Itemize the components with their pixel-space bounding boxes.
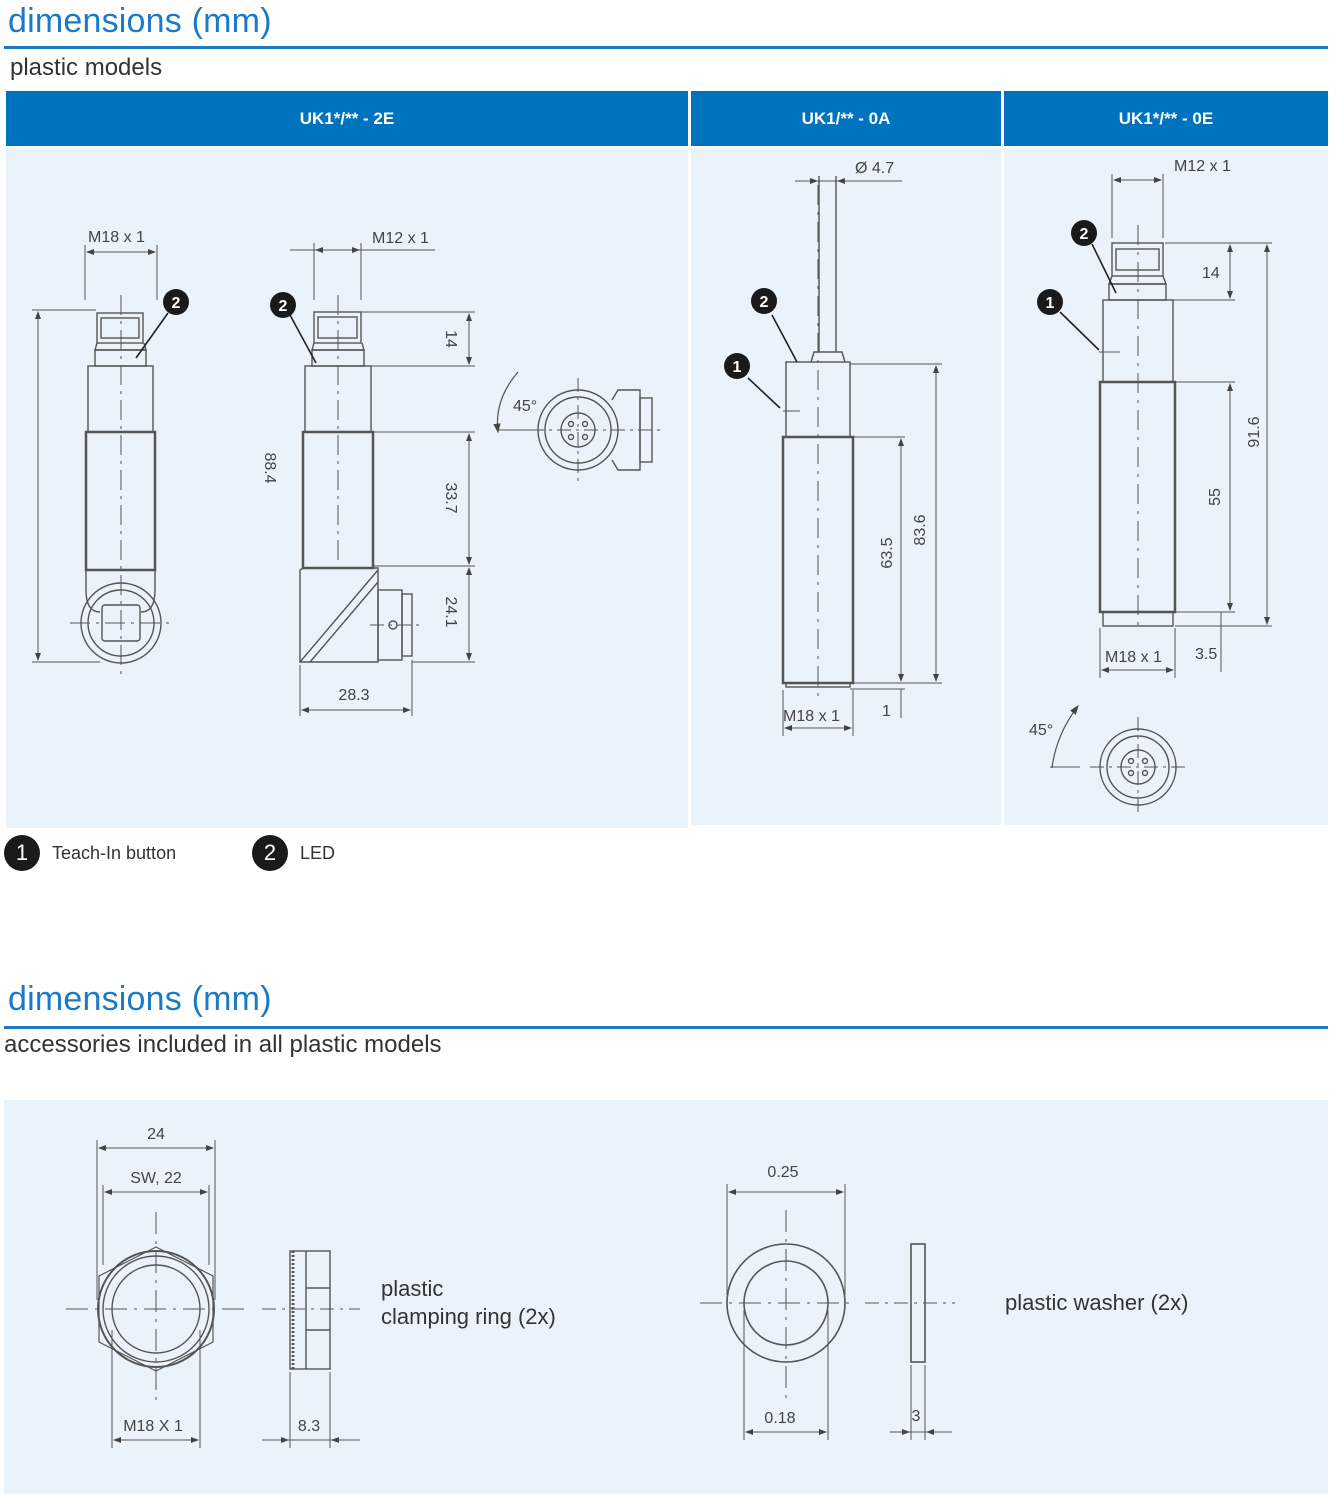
legend-number-badge: 2 (252, 835, 288, 871)
clamping-ring-front-view (66, 1140, 246, 1448)
dim-label: 0.25 (767, 1164, 798, 1181)
accessories-subtitle: accessories included in all plastic mode… (4, 1031, 442, 1058)
sensor-2e-front-view (32, 245, 172, 675)
washer-front-view (700, 1184, 852, 1440)
clamping-ring-label-line1: plastic (381, 1276, 443, 1301)
svg-text:1: 1 (1046, 295, 1055, 312)
dim-label: SW, 22 (130, 1170, 182, 1187)
accessories-svg: 24 SW, 22 M18 X 1 8.3 0.25 0.18 3 plasti… (66, 1126, 1188, 1448)
legend-item-teach-in: 1 Teach-In button (4, 835, 176, 871)
callout-1-button-0a (724, 353, 750, 379)
dim-label: 28.3 (338, 687, 369, 704)
dim-label: 88.4 (261, 452, 278, 483)
section-subtitle: plastic models (10, 54, 163, 81)
callout-2-led-0a (751, 288, 777, 314)
callouts: 2 2 2 1 2 1 (163, 220, 1097, 379)
dim-label: 14 (442, 330, 459, 348)
title-rule (4, 46, 1328, 49)
sensor-2e-side-view (289, 243, 475, 716)
svg-text:2: 2 (1080, 226, 1089, 243)
accessories-panel (4, 1100, 1328, 1494)
callout-2-led-0e (1071, 220, 1097, 246)
sensor-0e-view (1059, 174, 1272, 678)
connector-2e-top-view (493, 371, 660, 482)
accessories-section-title: dimensions (mm) (8, 980, 272, 1018)
svg-text:2: 2 (279, 298, 288, 315)
callout-2-led-2e-side (270, 292, 296, 318)
dim-label: M18 x 1 (1105, 649, 1162, 666)
dim-label: M12 x 1 (372, 230, 429, 247)
dim-label: 33.7 (442, 482, 459, 513)
clamping-ring-label-line2: clamping ring (2x) (381, 1304, 556, 1329)
washer-side-view (865, 1243, 955, 1440)
panel-0e (1004, 148, 1328, 825)
sensor-0a-view (747, 176, 942, 736)
dim-label: 63.5 (879, 537, 896, 568)
legend-label: Teach-In button (52, 842, 177, 863)
dim-label: M18 X 1 (123, 1418, 183, 1435)
angle-label: 45° (513, 398, 537, 415)
panel-0a (691, 148, 1001, 825)
legend-item-led: 2 LED (252, 835, 335, 871)
drawings-svg: 2 2 2 1 2 1 M18 x 1 M12 x 1 14 88.4 33.7… (32, 158, 1272, 817)
section-title: dimensions (mm) (8, 2, 272, 40)
connector-0e-top-view (1050, 705, 1190, 817)
dim-label: 83.6 (912, 514, 929, 545)
dim-label: 24.1 (442, 596, 459, 627)
dim-label: 14 (1202, 265, 1220, 282)
dim-label: 0.18 (764, 1410, 795, 1427)
callout-1-button-0e (1037, 289, 1063, 315)
panel-2e (6, 148, 688, 828)
dim-label: 3.5 (1195, 646, 1217, 663)
clamping-ring-side-view (262, 1250, 360, 1448)
dim-label: 3 (912, 1408, 921, 1425)
column-header-0e: UK1*/** - 0E (1004, 91, 1328, 146)
dim-label: 1 (882, 703, 891, 720)
svg-text:2: 2 (760, 294, 769, 311)
dim-label: 91.6 (1246, 416, 1263, 447)
svg-text:1: 1 (733, 359, 742, 376)
dim-label: 55 (1207, 488, 1224, 506)
column-header-0a: UK1/** - 0A (691, 91, 1001, 146)
washer-label: plastic washer (2x) (1005, 1290, 1188, 1315)
callout-2-led-2e-front (163, 289, 189, 315)
dim-label: Ø 4.7 (855, 160, 894, 177)
angle-label: 45° (1029, 722, 1053, 739)
column-header-2e: UK1*/** - 2E (6, 91, 688, 146)
legend-label: LED (300, 842, 336, 863)
svg-text:2: 2 (172, 295, 181, 312)
title-rule (4, 1026, 1328, 1029)
dim-label: M18 x 1 (88, 229, 145, 246)
dim-label: M18 x 1 (783, 708, 840, 725)
dim-label: 8.3 (298, 1418, 320, 1435)
dim-label: M12 x 1 (1174, 158, 1231, 175)
dim-label: 24 (147, 1126, 165, 1143)
legend-number-badge: 1 (4, 835, 40, 871)
